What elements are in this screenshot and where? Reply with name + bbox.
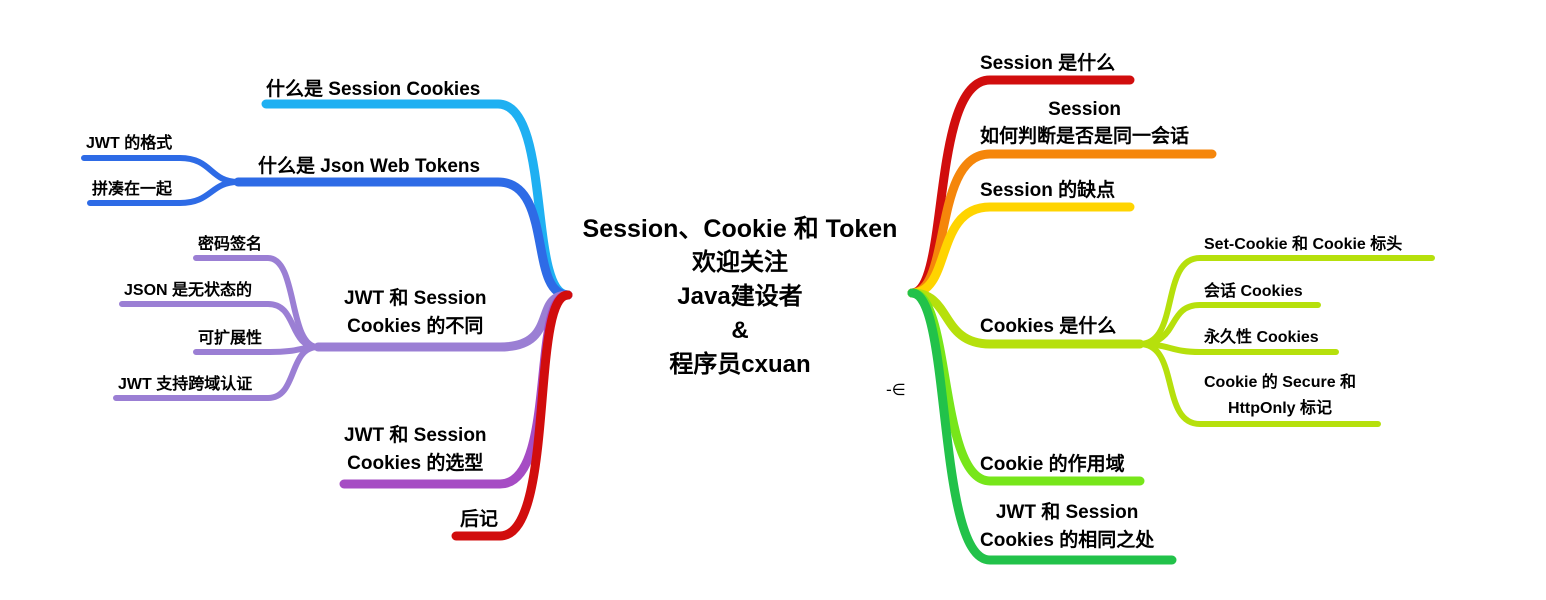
- node-jwt-session-same-line1: JWT 和 Session: [995, 502, 1139, 523]
- node-what-session[interactable]: Session 是什么: [980, 53, 1116, 74]
- central-topic: Session、Cookie 和 Token 欢迎关注 Java建设者 & 程序…: [560, 212, 920, 382]
- node-crypto-sign[interactable]: 密码签名: [198, 236, 263, 253]
- node-what-session-cookies[interactable]: 什么是 Session Cookies: [266, 79, 481, 100]
- branch-right-drawbacks: [907, 202, 1135, 298]
- central-line-amp: &: [731, 317, 749, 344]
- branch-left-jwt: [233, 177, 573, 300]
- branch-right-secure: [1137, 341, 1381, 427]
- node-jwt-format[interactable]: JWT 的格式: [86, 135, 173, 152]
- branch-left-cross: [113, 344, 321, 401]
- node-same-session[interactable]: Session 如何判断是否是同一会话: [980, 96, 1189, 150]
- node-jwt-session-diff[interactable]: JWT 和 Session Cookies 的不同: [344, 285, 487, 341]
- node-scalable[interactable]: 可扩展性: [198, 330, 263, 347]
- node-same-session-line2: 如何判断是否是同一会话: [980, 126, 1190, 147]
- node-jwt-session-diff-line1: JWT 和 Session: [344, 288, 487, 309]
- branch-left-postscript: [451, 290, 573, 541]
- node-same-session-line1: Session: [1048, 99, 1121, 120]
- central-line-follow: 欢迎关注: [692, 249, 788, 276]
- central-line-java: Java建设者: [677, 283, 803, 310]
- central-title: Session、Cookie 和 Token: [582, 215, 898, 243]
- branch-left-put-together: [87, 179, 241, 206]
- stray-glyph: -∈: [886, 380, 906, 399]
- node-cookie-scope[interactable]: Cookie 的作用域: [980, 454, 1125, 475]
- node-stateless[interactable]: JSON 是无状态的: [124, 282, 253, 299]
- node-secure-line1: Cookie 的 Secure 和: [1204, 374, 1357, 391]
- node-what-jwt[interactable]: 什么是 Json Web Tokens: [258, 156, 481, 177]
- node-set-cookie[interactable]: Set-Cookie 和 Cookie 标头: [1204, 236, 1403, 253]
- node-jwt-session-diff-line2: Cookies 的不同: [347, 316, 484, 337]
- node-secure-httponly[interactable]: Cookie 的 Secure 和 HttpOnly 标记: [1204, 370, 1356, 422]
- node-put-together[interactable]: 拼凑在一起: [92, 181, 173, 198]
- node-persistent-cookies[interactable]: 永久性 Cookies: [1204, 329, 1319, 346]
- central-line-cxuan: 程序员cxuan: [669, 351, 811, 378]
- node-what-cookies[interactable]: Cookies 是什么: [980, 316, 1117, 337]
- node-postscript[interactable]: 后记: [460, 509, 499, 530]
- node-jwt-session-same[interactable]: JWT 和 Session Cookies 的相同之处: [980, 499, 1154, 555]
- node-session-cookies[interactable]: 会话 Cookies: [1204, 283, 1303, 300]
- node-session-drawbacks[interactable]: Session 的缺点: [980, 180, 1116, 201]
- node-jwt-session-choice-line1: JWT 和 Session: [344, 425, 487, 446]
- node-jwt-session-choice-line2: Cookies 的选型: [347, 453, 484, 474]
- node-jwt-session-choice[interactable]: JWT 和 Session Cookies 的选型: [344, 422, 487, 478]
- node-jwt-session-same-line2: Cookies 的相同之处: [980, 530, 1155, 551]
- node-cross-domain[interactable]: JWT 支持跨域认证: [118, 376, 253, 393]
- node-secure-line2: HttpOnly 标记: [1228, 400, 1333, 417]
- branch-right-same: [907, 288, 1177, 565]
